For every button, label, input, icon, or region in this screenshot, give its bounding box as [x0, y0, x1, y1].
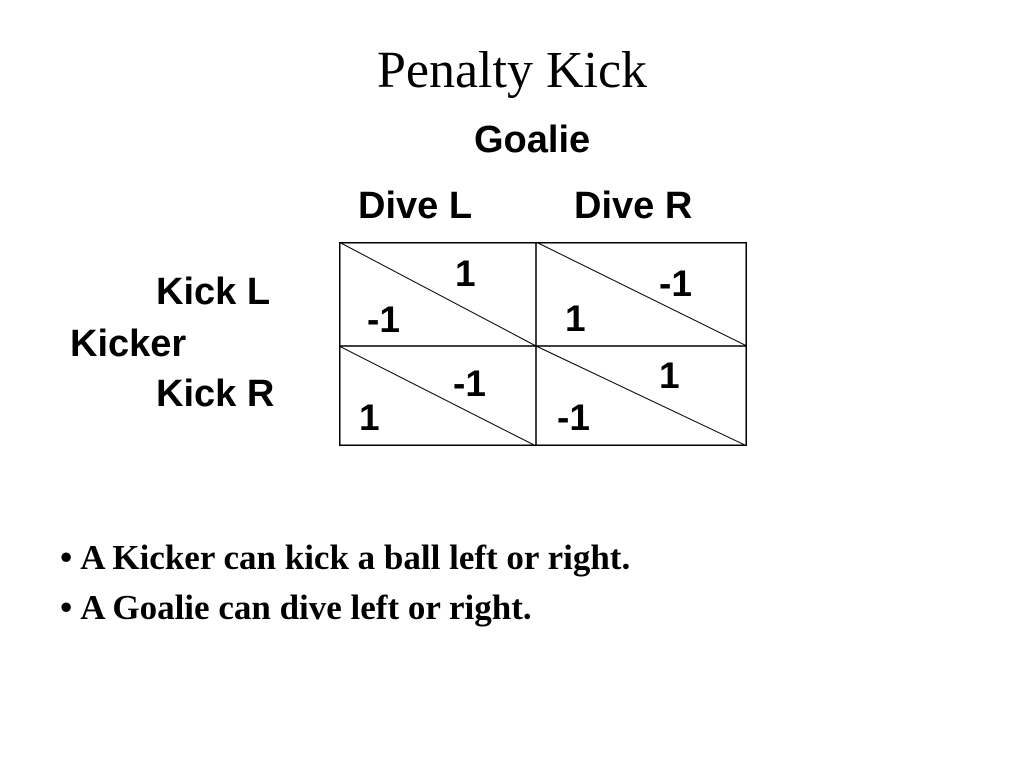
kick-left-label: Kick L — [156, 271, 271, 313]
payoff-kicker-kickL-diveL: -1 — [367, 299, 400, 340]
bullet-dot: • — [60, 588, 73, 627]
cell-diagonal-bl — [339, 345, 537, 446]
dive-left-label: Dive L — [358, 185, 473, 227]
goalie-label: Goalie — [474, 119, 591, 161]
payoff-goalie-kickL-diveL: 1 — [455, 253, 476, 294]
kick-right-label: Kick R — [156, 373, 275, 415]
cell-diagonal-tr — [535, 242, 747, 347]
bullet-item: •A Kicker can kick a ball left or right. — [60, 533, 630, 583]
matrix-lines — [339, 242, 747, 446]
payoff-goalie-kickR-diveR: 1 — [659, 355, 680, 396]
kicker-label: Kicker — [70, 323, 187, 365]
bullet-list: •A Kicker can kick a ball left or right.… — [60, 533, 630, 633]
slide-title: Penalty Kick — [376, 42, 648, 99]
payoff-kicker-kickL-diveR: 1 — [565, 298, 586, 339]
matrix-border — [339, 242, 747, 446]
payoff-kicker-kickR-diveR: -1 — [557, 397, 590, 438]
bullet-item: •A Goalie can dive left or right. — [60, 583, 630, 633]
payoff-matrix: 1 -1 -1 1 -1 1 1 -1 — [339, 242, 747, 446]
dive-right-label: Dive R — [574, 185, 693, 227]
bullet-text: A Goalie can dive left or right. — [80, 588, 532, 627]
payoff-goalie-kickR-diveL: -1 — [453, 363, 486, 404]
cell-diagonal-tl — [339, 242, 537, 347]
bullet-text: A Kicker can kick a ball left or right. — [80, 538, 631, 577]
payoff-kicker-kickR-diveL: 1 — [359, 397, 380, 438]
bullet-dot: • — [60, 538, 73, 577]
cell-diagonal-br — [535, 345, 747, 446]
payoff-goalie-kickL-diveR: -1 — [659, 263, 692, 304]
